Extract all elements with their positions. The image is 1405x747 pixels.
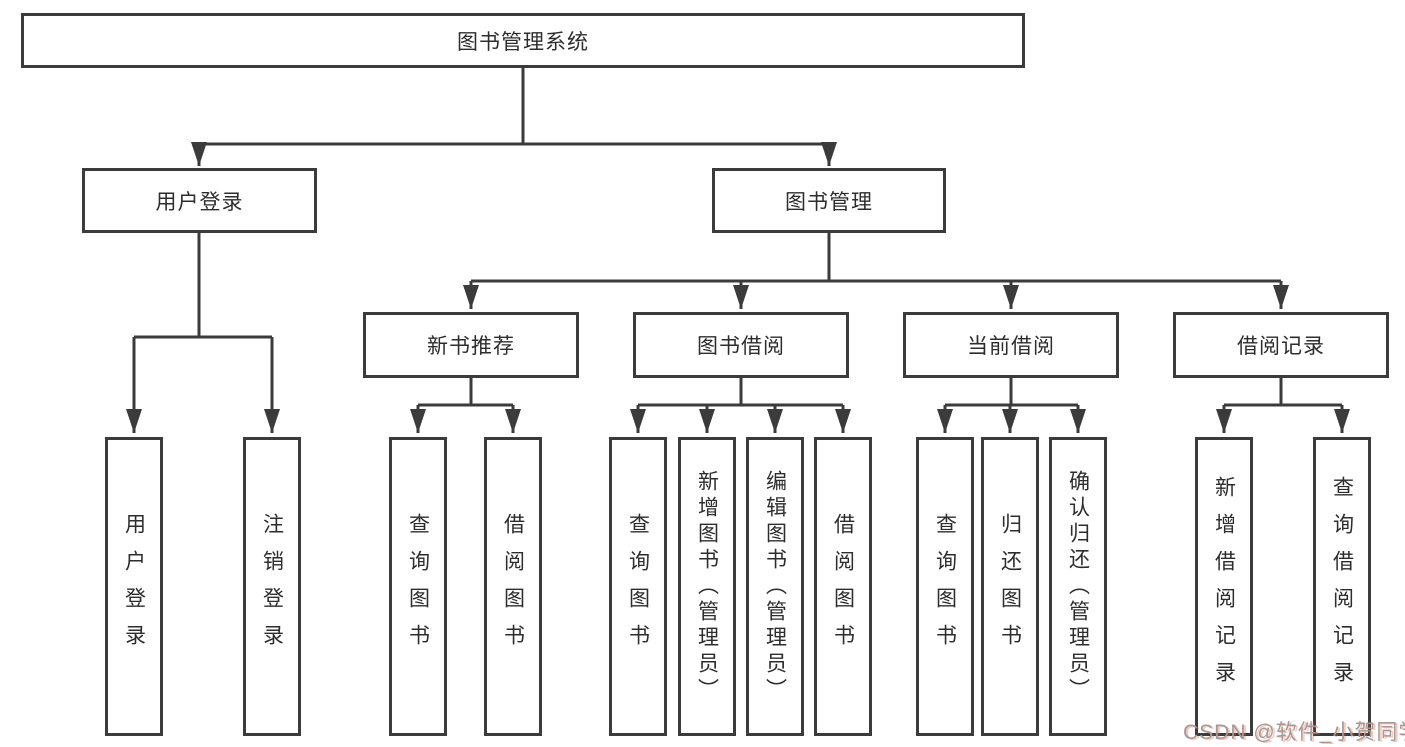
leaf-query-books: 查询图书 [609, 437, 667, 736]
csdn-watermark: CSDN @软件_小贺同学 [1183, 721, 1405, 744]
node-label: 图书管理系统 [457, 30, 589, 54]
leaf-borrow-books: 借阅图书 [814, 437, 872, 736]
leaf-borrow-books: 借阅图书 [484, 437, 542, 736]
leaf-label: 确认归还（管理员） [1066, 469, 1090, 704]
leaf-label: 查询图书 [626, 512, 650, 661]
leaf-logout: 注销登录 [243, 437, 301, 736]
leaf-return-books: 归还图书 [981, 437, 1039, 736]
leaf-label: 新增图书（管理员） [695, 469, 719, 704]
leaf-label: 注销登录 [260, 512, 284, 661]
leaf-label: 查询图书 [406, 512, 430, 661]
leaf-add-borrow-record: 新增借阅记录 [1195, 437, 1253, 736]
leaf-label: 查询借阅记录 [1330, 475, 1354, 698]
leaf-label: 归还图书 [998, 512, 1022, 661]
leaf-edit-books-admin: 编辑图书（管理员） [746, 437, 804, 736]
leaf-label: 新增借阅记录 [1212, 475, 1236, 698]
leaf-query-books: 查询图书 [389, 437, 447, 736]
node-label: 借阅记录 [1237, 335, 1325, 358]
node-root-system: 图书管理系统 [21, 13, 1025, 68]
leaf-user-login: 用户登录 [105, 437, 163, 736]
node-book-borrow: 图书借阅 [633, 312, 849, 378]
node-borrow-records: 借阅记录 [1173, 312, 1389, 378]
node-label: 当前借阅 [967, 335, 1055, 358]
node-user-login: 用户登录 [82, 168, 317, 233]
connector-backbone [134, 68, 1342, 407]
leaf-query-books: 查询图书 [916, 437, 974, 736]
leaf-label: 借阅图书 [501, 512, 525, 661]
node-current-borrow: 当前借阅 [903, 312, 1119, 378]
node-label: 用户登录 [155, 190, 244, 214]
node-label: 图书借阅 [697, 335, 785, 358]
connector-arrows [126, 142, 1350, 433]
leaf-label: 用户登录 [122, 512, 146, 661]
node-label: 图书管理 [785, 190, 873, 214]
node-book-management: 图书管理 [712, 168, 946, 233]
node-label: 新书推荐 [427, 335, 515, 358]
leaf-label: 借阅图书 [831, 512, 855, 661]
leaf-query-borrow-record: 查询借阅记录 [1313, 437, 1371, 736]
leaf-confirm-return-admin: 确认归还（管理员） [1049, 437, 1107, 736]
leaf-label: 编辑图书（管理员） [763, 469, 787, 704]
leaf-label: 查询图书 [933, 512, 957, 661]
node-new-book-recommend: 新书推荐 [363, 312, 579, 378]
leaf-add-books-admin: 新增图书（管理员） [678, 437, 736, 736]
